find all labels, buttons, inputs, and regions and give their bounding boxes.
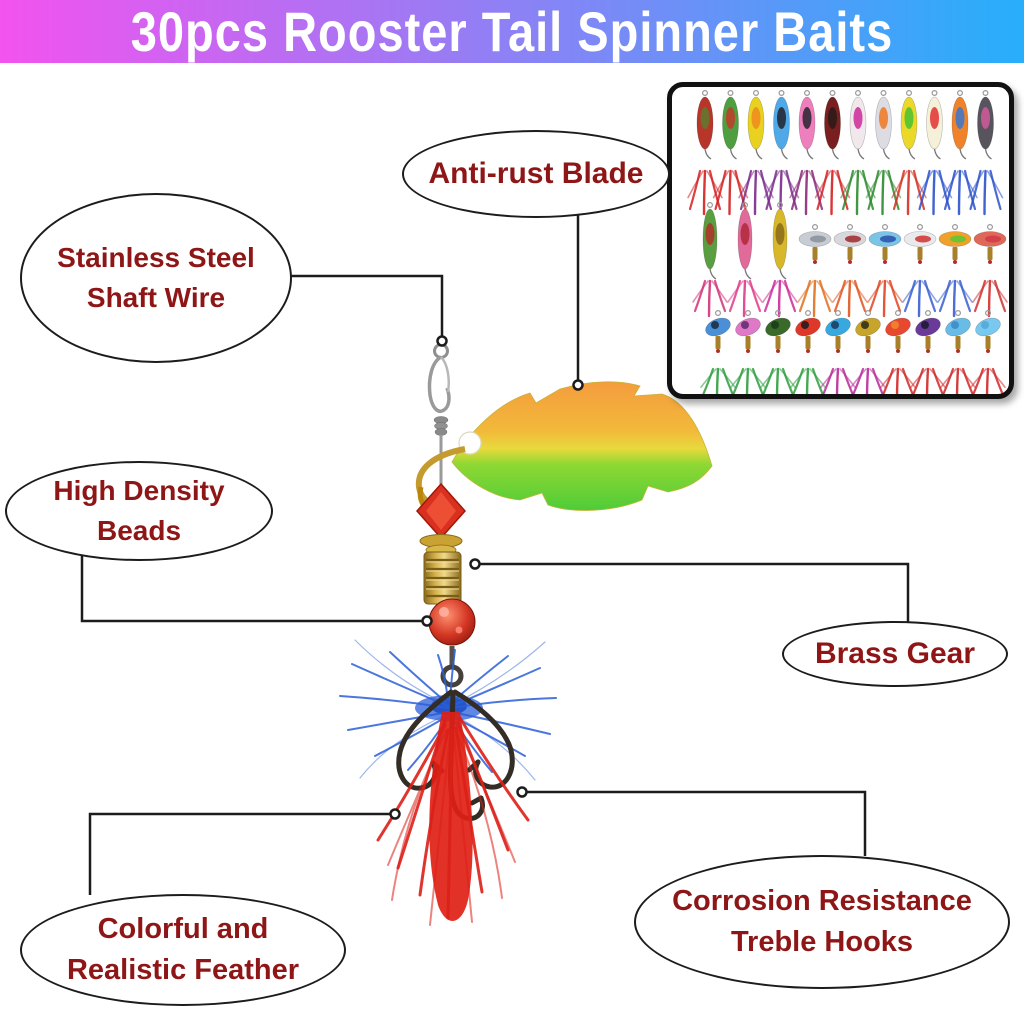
inset-lure (937, 224, 973, 318)
inset-lure (840, 89, 876, 216)
inset-lure (910, 310, 946, 394)
inset-lure (902, 224, 938, 318)
callout-brass-gear: Brass Gear (782, 621, 1008, 687)
connector-line-feather (88, 812, 390, 895)
banner: 30pcs Rooster Tail Spinner Baits (0, 0, 1024, 63)
inset-lure (940, 310, 976, 394)
callout-label: High Density (53, 475, 225, 507)
inset-lure (790, 310, 826, 394)
inset-lure (867, 224, 903, 318)
inset-lure (692, 201, 728, 318)
banner-title: 30pcs Rooster Tail Spinner Baits (130, 0, 894, 63)
callout-high-density-beads: High Density Beads (5, 461, 273, 561)
connector-line-shaft (288, 274, 444, 337)
callout-label: Anti-rust Blade (428, 156, 644, 190)
marker-dot-gear (469, 558, 481, 570)
callout-stainless-steel-shaft-wire: Stainless Steel Shaft Wire (20, 193, 292, 363)
callout-label: Stainless Steel (57, 242, 255, 274)
callout-label: Brass Gear (814, 636, 976, 670)
inset-lure (712, 89, 749, 216)
inset-lure (700, 310, 736, 394)
inset-lure (942, 89, 978, 216)
inset-lure (820, 310, 856, 394)
callout-colorful-realistic-feather: Colorful and Realistic Feather (20, 894, 346, 1006)
inset-lure (760, 310, 796, 394)
inset-lure (730, 310, 766, 394)
inset-lure (916, 89, 953, 216)
inset-lure (891, 89, 927, 216)
callout-corrosion-resistance-treble-hooks: Corrosion Resistance Treble Hooks (634, 855, 1010, 989)
callout-label: Realistic Feather (66, 954, 300, 986)
connector-line-gear (480, 562, 910, 622)
round-bead (428, 598, 476, 646)
inset-lure (789, 89, 825, 216)
red-feather (376, 712, 530, 926)
faceted-bead (415, 482, 467, 540)
marker-dot-feather (389, 808, 401, 820)
inset-lure (727, 201, 763, 318)
marker-dot-hooks (516, 786, 528, 798)
callout-label: Treble Hooks (730, 926, 914, 958)
connector-line-beads (80, 556, 423, 623)
marker-dot-beads (421, 615, 433, 627)
inset-lure (814, 89, 851, 216)
inset-lure (832, 224, 868, 318)
inset-photo (667, 82, 1014, 399)
inset-lure (880, 310, 916, 394)
connector-line-hooks (527, 790, 867, 856)
brass-gear-body (423, 551, 462, 605)
swivel (427, 343, 451, 436)
inset-lure (865, 89, 902, 216)
inset-lure (967, 89, 1004, 216)
inset-lure (970, 310, 1006, 394)
callout-anti-rust-blade: Anti-rust Blade (402, 130, 670, 218)
marker-dot-blade (572, 379, 584, 391)
inset-lure (687, 89, 723, 216)
inset-lure-grid (687, 89, 1008, 394)
callout-label: Colorful and (97, 912, 269, 945)
callout-label: Beads (96, 515, 182, 546)
inset-lure (972, 224, 1008, 318)
callout-label: Shaft Wire (86, 282, 226, 313)
inset-lure (762, 201, 798, 318)
marker-dot-shaft (436, 335, 448, 347)
inset-lure (763, 89, 800, 216)
inset-lure (850, 310, 886, 394)
callout-label: Corrosion Resistance (672, 884, 972, 917)
inset-lure (738, 89, 774, 216)
inset-lure (797, 224, 833, 318)
